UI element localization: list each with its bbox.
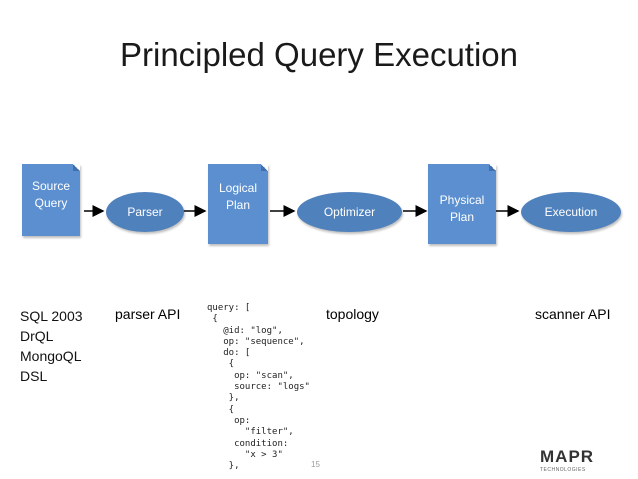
parser-node: Parser xyxy=(106,192,184,232)
topology-label: topology xyxy=(326,306,379,322)
logo-name: MAPR xyxy=(540,447,595,466)
parser-label: Parser xyxy=(127,205,163,219)
slide-title: Principled Query Execution xyxy=(119,36,519,73)
physical-plan-line2: Plan xyxy=(449,210,475,224)
page-number: 15 xyxy=(311,460,320,469)
source-query-line1: Source xyxy=(31,179,71,193)
logical-plan-line2: Plan xyxy=(225,198,251,212)
execution-node: Execution xyxy=(521,192,621,232)
source-query-line2: Query xyxy=(34,196,68,210)
logical-plan-doc: Logical Plan xyxy=(208,164,268,244)
logical-plan-code-sample: query: [ { @id: "log", op: "sequence", d… xyxy=(207,303,310,472)
logical-plan-line1: Logical xyxy=(218,181,258,195)
execution-label: Execution xyxy=(544,205,598,219)
parser-api-label: parser API xyxy=(115,306,181,322)
physical-plan-line1: Physical xyxy=(439,193,485,207)
source-query-doc: Source Query xyxy=(22,164,80,236)
physical-plan-doc: Physical Plan xyxy=(428,164,496,244)
scanner-api-label: scanner API xyxy=(535,306,611,322)
logo-tagline: TECHNOLOGIES xyxy=(540,467,586,473)
pipeline-arrows xyxy=(84,205,520,217)
language-item: DrQL xyxy=(20,328,54,344)
query-languages-list: SQL 2003 DrQL MongoQL DSL xyxy=(20,306,83,386)
language-item: DSL xyxy=(20,368,48,384)
language-item: SQL 2003 xyxy=(20,308,83,324)
pipeline-diagram: Source Query Parser Logical Plan Optimiz… xyxy=(0,150,638,260)
mapr-logo: MAPR TECHNOLOGIES xyxy=(540,447,606,473)
optimizer-node: Optimizer xyxy=(297,192,402,232)
language-item: MongoQL xyxy=(20,348,82,364)
optimizer-label: Optimizer xyxy=(323,205,376,219)
